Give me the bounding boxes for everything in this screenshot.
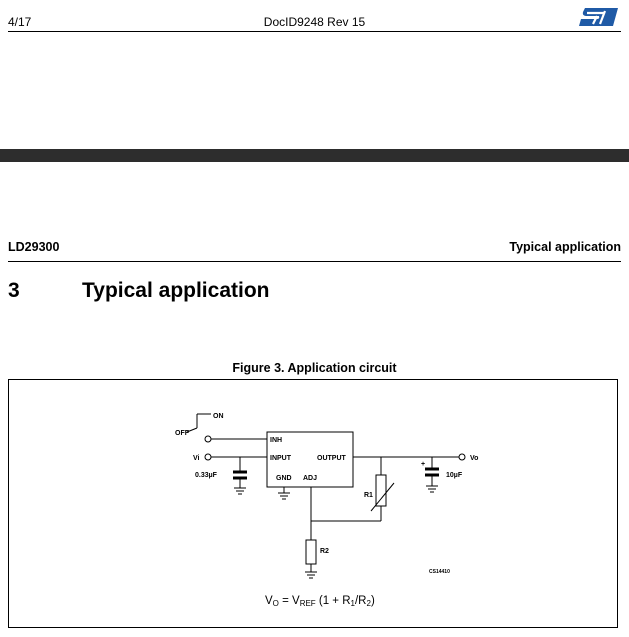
r1-body [375, 474, 387, 507]
switch-off-wire [186, 427, 198, 433]
adj-pin-label: ADJ [303, 475, 317, 482]
figure-code-label: CS14410 [429, 569, 450, 575]
figure-box: ON OFF Vi INH INPUT OUTPUT GND ADJ 0.33µ… [8, 379, 618, 628]
gnd-pin-label: GND [276, 475, 292, 482]
inh-terminal [204, 435, 212, 443]
vi-label: Vi [193, 455, 200, 462]
section-number: 3 [8, 279, 20, 302]
section-header-title: Typical application [509, 240, 621, 254]
vo-label: Vo [470, 455, 478, 462]
application-circuit-diagram: ON OFF Vi INH INPUT OUTPUT GND ADJ 0.33µ… [175, 413, 478, 608]
section-title: Typical application [82, 279, 270, 302]
doc-id: DocID9248 Rev 15 [263, 15, 366, 29]
switch-on-label: ON [213, 413, 224, 420]
switch-off-label: OFF [175, 430, 190, 437]
page-number: 4/17 [8, 15, 32, 29]
dark-band [0, 149, 629, 162]
vi-terminal [204, 453, 212, 461]
st-logo-icon [579, 8, 618, 26]
cout-value-label: 10µF [446, 472, 463, 479]
inh-pin-label: INH [270, 437, 282, 444]
cin-value-label: 0.33µF [195, 472, 218, 479]
vo-terminal [458, 453, 466, 461]
header-rule [8, 31, 621, 32]
r1-label: R1 [364, 492, 373, 499]
cout-plus-label: + [421, 461, 425, 468]
r2-body [305, 539, 317, 565]
section-rule [8, 261, 621, 262]
figure-caption: Figure 3. Application circuit [232, 361, 397, 375]
r1-variable-arrow [370, 482, 395, 512]
input-pin-label: INPUT [270, 455, 292, 462]
output-voltage-formula: VO = VREF (1 + R1/R2) [265, 595, 375, 608]
output-pin-label: OUTPUT [317, 455, 347, 462]
product-name: LD29300 [8, 240, 60, 254]
r2-label: R2 [320, 548, 329, 555]
regulator-box [266, 431, 354, 488]
